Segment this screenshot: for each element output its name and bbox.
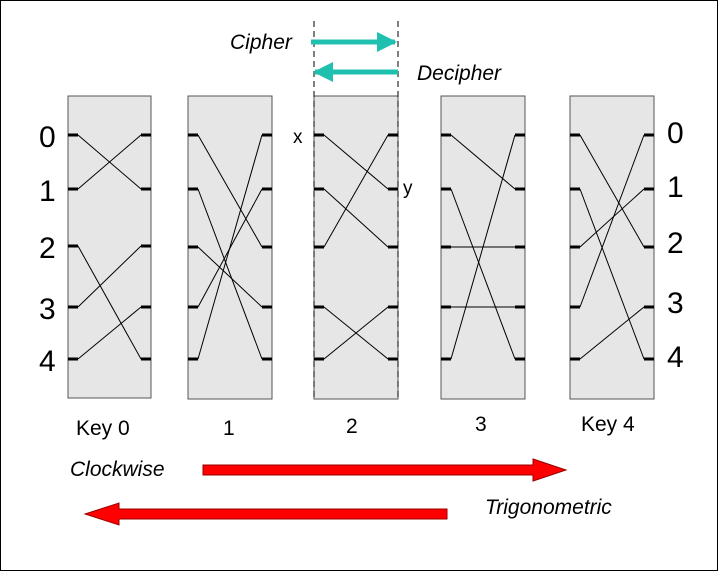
rotor-panel-0 [67,95,152,399]
wire-1-1-to-4 [197,188,263,360]
right-number-1: 1 [667,171,684,204]
trigonometric-arrow [83,502,448,526]
rotor-panel-4 [569,95,655,400]
right-number-4: 4 [667,341,684,374]
panel-label-0: Key 0 [76,417,130,440]
panel-label-2: 2 [346,415,358,438]
y-mark: y [403,178,413,199]
wire-3-0-to-1 [450,134,516,190]
wire-1-2-to-3 [197,246,263,308]
wire-4-4-to-3 [579,306,645,360]
wire-4-3-to-0 [579,134,645,308]
panel-label-4: Key 4 [581,413,635,436]
rotor-panel-2 [313,95,399,400]
left-number-0: 0 [39,121,56,154]
wire-1-4-to-0 [197,134,263,360]
wire-0-3-to-2 [77,245,142,308]
left-number-3: 3 [39,293,56,326]
wire-3-1-to-4 [450,188,516,360]
panel-label-3: 3 [475,413,487,436]
rotor-panel-3 [440,95,526,400]
wire-0-1-to-0 [77,134,142,190]
clockwise-label: Clockwise [70,458,165,481]
left-number-1: 1 [39,175,56,208]
cipher-label: Cipher [230,31,293,54]
left-number-4: 4 [39,345,56,378]
left-number-2: 2 [39,232,56,265]
panel-label-1: 1 [223,417,235,440]
decipher-label: Decipher [417,62,502,85]
wire-2-0-to-1 [323,134,389,190]
right-number-3: 3 [667,287,684,320]
wire-4-2-to-1 [579,188,645,248]
wire-2-2-to-0 [323,134,389,248]
wire-4-1-to-4 [579,188,645,360]
wire-2-4-to-3 [323,306,389,360]
wire-0-2-to-4 [77,245,142,360]
trigonometric-label: Trigonometric [485,496,612,519]
wire-4-0-to-2 [579,134,645,248]
x-mark: x [293,127,303,148]
clockwise-arrow [202,458,568,482]
wire-3-4-to-0 [450,134,516,360]
panel-box-0 [67,95,152,399]
wire-2-1-to-2 [323,188,389,248]
rotor-panel-1 [187,95,273,400]
wire-0-4-to-3 [77,306,142,360]
right-number-0: 0 [667,117,684,150]
right-number-2: 2 [667,227,684,260]
wire-1-0-to-2 [197,134,263,248]
panel-box-2 [313,95,399,400]
